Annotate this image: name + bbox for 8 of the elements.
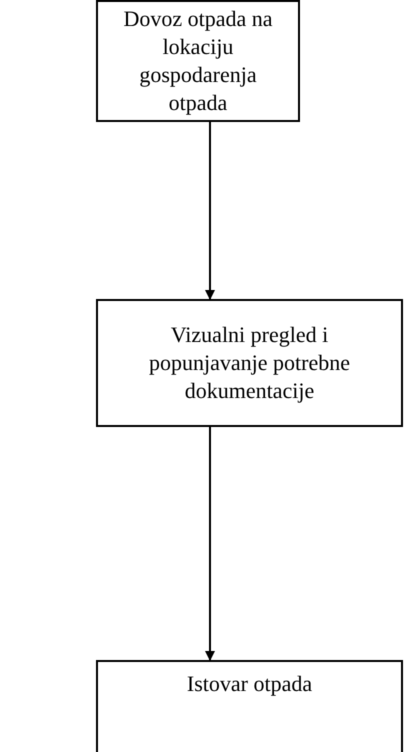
arrow (205, 427, 215, 661)
box-text: Istovar otpada (186, 670, 312, 698)
box-text: Dovoz otpada na lokaciju gospodarenja otpada (122, 5, 274, 117)
process-box (96, 299, 403, 427)
arrow (205, 122, 215, 300)
box-text: Vizualni pregled i popunjavanje potrebne dokumentacije (148, 321, 351, 405)
process-box (96, 660, 403, 752)
process-box (96, 0, 300, 122)
